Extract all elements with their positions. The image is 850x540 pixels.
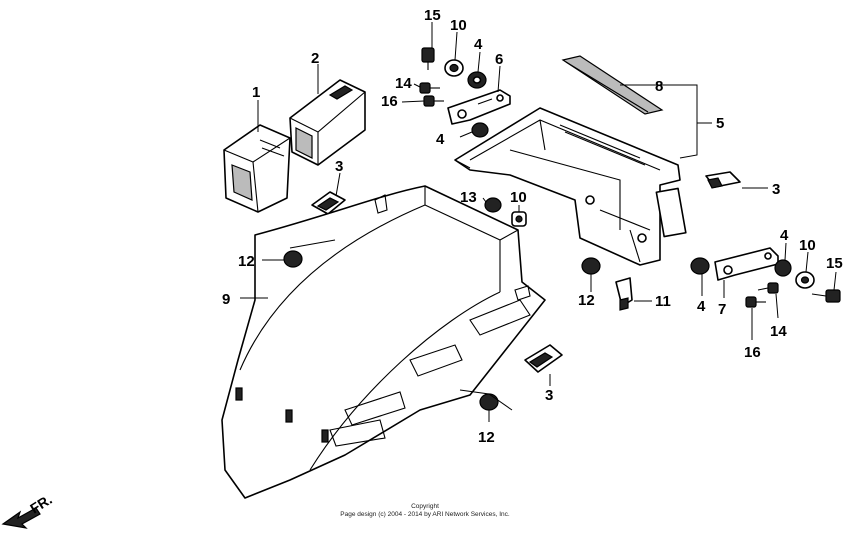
part-10-washer-right[interactable] xyxy=(795,271,815,289)
part-9-rear-fender[interactable] xyxy=(221,185,546,499)
label-15a: 15 xyxy=(424,7,441,24)
label-4b: 4 xyxy=(436,131,445,148)
label-5: 5 xyxy=(716,115,724,132)
part-13-nut[interactable] xyxy=(484,197,502,213)
label-10b: 10 xyxy=(510,189,527,206)
label-4d: 4 xyxy=(780,227,789,244)
label-13: 13 xyxy=(460,189,477,206)
leader-4a xyxy=(477,51,481,73)
part-3-rubber-bottom[interactable] xyxy=(524,344,563,373)
label-15b: 15 xyxy=(826,255,843,272)
part-4-nut-right[interactable] xyxy=(774,259,792,277)
label-16a: 16 xyxy=(381,93,398,110)
leader-4b xyxy=(459,131,473,138)
leader-13 xyxy=(482,197,487,203)
label-11: 11 xyxy=(655,293,671,310)
leader-14b xyxy=(775,293,779,319)
leader-4d xyxy=(784,242,787,261)
label-3b: 3 xyxy=(772,181,780,198)
part-6-bracket[interactable] xyxy=(447,89,511,125)
label-6: 6 xyxy=(495,51,503,68)
leader-16a xyxy=(401,100,425,103)
page-design-credit: Page design (c) 2004 - 2014 by ARI Netwo… xyxy=(340,511,510,518)
label-12c: 12 xyxy=(478,429,495,446)
leader-8-5 xyxy=(620,84,698,159)
part-5-license-bracket[interactable] xyxy=(454,107,687,266)
leader-12c-split xyxy=(459,389,513,411)
leader-9-top xyxy=(289,239,336,249)
label-3a: 3 xyxy=(335,158,343,175)
part-14-screw-right[interactable] xyxy=(757,282,779,294)
part-12-nut-mid[interactable] xyxy=(581,257,601,275)
leader-6 xyxy=(497,65,501,93)
label-1: 1 xyxy=(252,84,260,101)
part-8-reflector[interactable] xyxy=(561,55,664,115)
part-7-plate[interactable] xyxy=(714,247,779,281)
label-7: 7 xyxy=(718,301,726,318)
leader-14a xyxy=(413,83,421,88)
part-3-rubber-right[interactable] xyxy=(705,171,741,189)
part-3-rubber-left[interactable] xyxy=(311,191,346,215)
label-9: 9 xyxy=(222,291,230,308)
label-12b: 12 xyxy=(578,292,595,309)
part-11-clip[interactable] xyxy=(615,277,633,311)
part-4-nut-right-left[interactable] xyxy=(690,257,710,275)
label-4c: 4 xyxy=(697,298,706,315)
part-14-screw-top[interactable] xyxy=(419,82,440,94)
part-1-module[interactable] xyxy=(223,124,291,213)
part-4-nut-mid[interactable] xyxy=(471,122,489,138)
label-10a: 10 xyxy=(450,17,467,34)
part-15-bolt-right[interactable] xyxy=(811,289,841,303)
copyright-line: Copyright xyxy=(411,503,439,510)
part-2-regulator[interactable] xyxy=(289,79,366,166)
label-3c: 3 xyxy=(545,387,553,404)
label-8: 8 xyxy=(655,78,663,95)
label-16b: 16 xyxy=(744,344,761,361)
leader-15b xyxy=(833,271,837,291)
leader-10c xyxy=(805,251,809,273)
label-10c: 10 xyxy=(799,237,816,254)
leader-10a xyxy=(454,31,458,61)
part-4-nut-top[interactable] xyxy=(467,71,487,89)
part-16-bolt-right[interactable] xyxy=(745,296,766,308)
label-2: 2 xyxy=(311,50,319,67)
label-4a: 4 xyxy=(474,36,483,53)
label-14a: 14 xyxy=(395,75,412,92)
part-15-bolt-top[interactable] xyxy=(421,47,435,70)
part-10-collar-mid[interactable] xyxy=(511,211,527,227)
part-12-nut-left[interactable] xyxy=(283,250,303,268)
part-16-bolt-top[interactable] xyxy=(423,95,444,107)
label-12a: 12 xyxy=(238,253,255,270)
part-12-nut-bottom[interactable] xyxy=(479,393,499,411)
leader-3a xyxy=(335,172,341,197)
label-14b: 14 xyxy=(770,323,787,340)
part-10-washer-top[interactable] xyxy=(444,59,464,77)
